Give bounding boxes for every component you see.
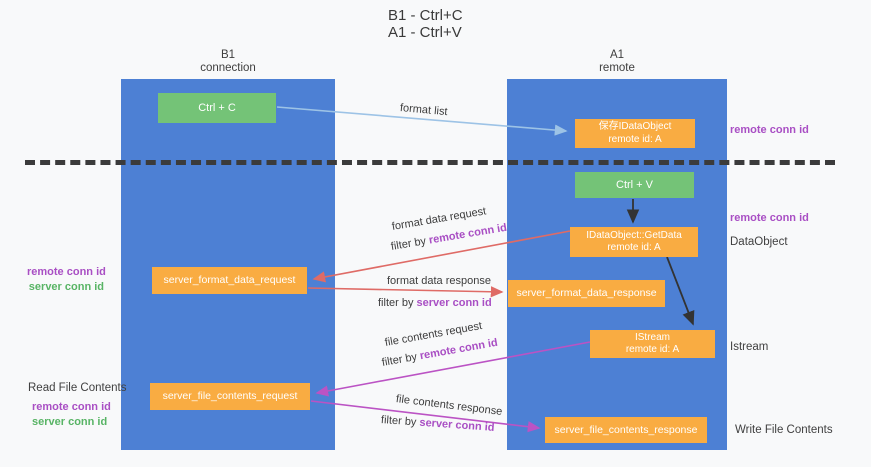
a1-name: A1 [609,49,625,61]
istream-box: IStream remote id: A [590,330,715,358]
a1-role: remote [599,62,635,74]
server-file-contents-response-box: server_file_contents_response [545,417,707,443]
left-conn-id-stack-1: remote conn id server conn id [27,265,106,295]
server-format-data-response-box: server_format_data_response [508,280,665,307]
write-file-contents-label: Write File Contents [735,424,833,436]
filter-by-server-conn-id-label-1: filter by server conn id [378,297,492,309]
server-conn-id-left-1: server conn id [28,281,104,293]
save-idataobject-remote-id: remote id: A [608,133,662,145]
server-file-contents-request-box: server_file_contents_request [150,383,310,410]
title-line-2: A1 - Ctrl+V [388,24,462,41]
ctrl-v-label: Ctrl + V [616,178,653,191]
server-conn-id-left-2: server conn id [32,416,108,428]
server-format-data-response-label: server_format_data_response [516,287,657,299]
istream-remote-id: remote id: A [625,344,680,355]
save-idataobject-title: 保存IDataObject [598,121,672,132]
getdata-title: IDataObject::GetData [586,229,682,241]
filter-by-text: filter by [380,414,420,429]
file-contents-response-label: file contents response [395,393,503,418]
filter-by-text: filter by [390,234,430,253]
arrow-format-data-response [307,286,504,298]
read-file-contents-label: Read File Contents [28,382,127,394]
server-file-contents-response-label: server_file_contents_response [554,423,698,436]
server-file-contents-request-label: server_file_contents_request [162,390,298,402]
filter-by-text: filter by [380,350,421,369]
column-header-a1: A1 remote [507,49,727,75]
server-conn-id-text: server conn id [419,416,495,434]
title-line-1: B1 - Ctrl+C [388,7,463,24]
istream-side-label: Istream [730,341,769,353]
getdata-remote-id: remote id: A [607,242,661,253]
b1-role: connection [200,62,256,74]
phase-separator-dashed-line [25,160,835,165]
remote-conn-id-left-2: remote conn id [32,401,111,413]
ctrl-c-label: Ctrl + C [198,101,236,114]
server-conn-id-text: server conn id [416,297,492,309]
remote-conn-id-left-1: remote conn id [27,266,106,278]
diagram-title: B1 - Ctrl+C A1 - Ctrl+V [388,7,463,41]
istream-title: IStream [634,331,670,343]
format-data-response-label: format data response [387,275,491,287]
left-conn-id-stack-2: remote conn id server conn id [32,400,111,430]
filter-by-server-conn-id-label-2: filter by server conn id [381,414,495,434]
format-list-label: format list [399,102,449,119]
column-header-b1: B1 connection [121,49,335,75]
remote-conn-id-right-top: remote conn id [730,124,809,136]
ctrl-c-box: Ctrl + C [158,93,276,123]
server-format-data-request-box: server_format_data_request [152,267,307,294]
idataobject-getdata-box: IDataObject::GetData remote id: A [570,227,698,257]
remote-conn-id-right-mid: remote conn id [730,212,809,224]
dataobject-label: DataObject [730,236,788,248]
server-format-data-request-label: server_format_data_request [163,274,296,286]
ctrl-v-box: Ctrl + V [575,172,694,198]
filter-by-text: filter by [378,297,417,309]
save-idataobject-box: 保存IDataObject remote id: A [575,119,695,148]
remote-conn-id-text: remote conn id [427,221,508,247]
b1-name: B1 [220,49,236,61]
